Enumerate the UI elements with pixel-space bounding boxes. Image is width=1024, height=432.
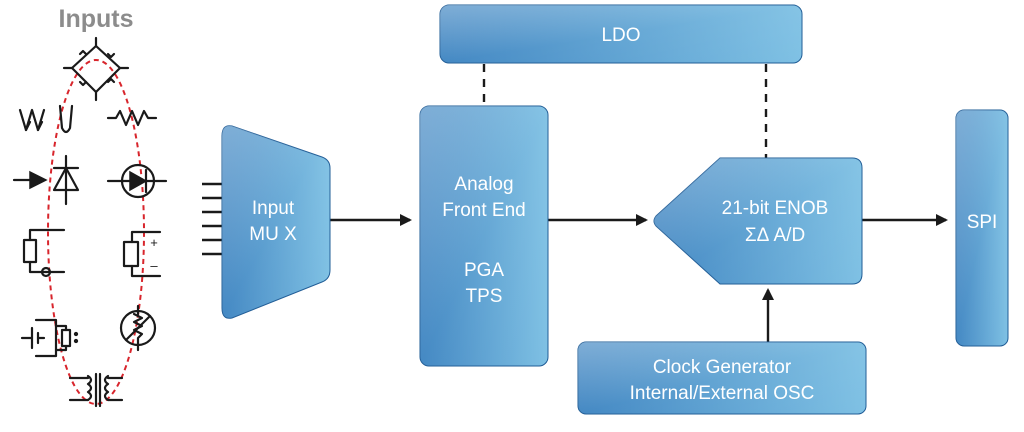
battery-cell-icon (20, 318, 79, 358)
clock-label-line2: Internal/External OSC (630, 383, 815, 404)
battery-resistor-icon: + – (122, 230, 162, 278)
adc-block: 21-bit ENOB ΣΔ A/D (653, 157, 863, 285)
photodiode-icon (12, 154, 80, 206)
led-icon (106, 163, 168, 199)
transformer-icon (68, 372, 124, 408)
clock-label-line1: Clock Generator (653, 357, 792, 378)
rtd-resistor-icon (106, 109, 158, 127)
analog-front-end-block: Analog Front End PGA TPS (419, 105, 549, 367)
current-sensor-icon (22, 228, 66, 278)
mux-label-line1: Input (252, 198, 295, 219)
inputs-panel: Inputs (12, 5, 168, 408)
spi-label: SPI (967, 212, 998, 233)
afe-label-line1: Analog (454, 174, 513, 195)
polarity-plus: + (150, 235, 158, 250)
bridge-sensor-icon (62, 36, 130, 102)
afe-label-line2: Front End (442, 200, 525, 221)
thermistor-icon (119, 304, 157, 352)
adc-label-line2: ΣΔ A/D (745, 225, 805, 246)
inputs-title: Inputs (59, 5, 134, 33)
mux-label-line2: MU X (249, 224, 297, 245)
clock-generator-block: Clock Generator Internal/External OSC (577, 341, 867, 415)
spi-block: SPI (955, 109, 1009, 347)
afe-label-line3: PGA (464, 260, 504, 281)
polarity-minus: – (150, 258, 158, 273)
thermocouple-icon (18, 104, 74, 134)
highlight-oval (47, 59, 145, 405)
afe-label-line4: TPS (466, 286, 503, 307)
ldo-block: LDO (439, 4, 803, 64)
input-mux-block: Input MU X (221, 125, 331, 319)
adc-label-line1: 21-bit ENOB (722, 198, 829, 219)
ldo-label: LDO (601, 25, 640, 46)
